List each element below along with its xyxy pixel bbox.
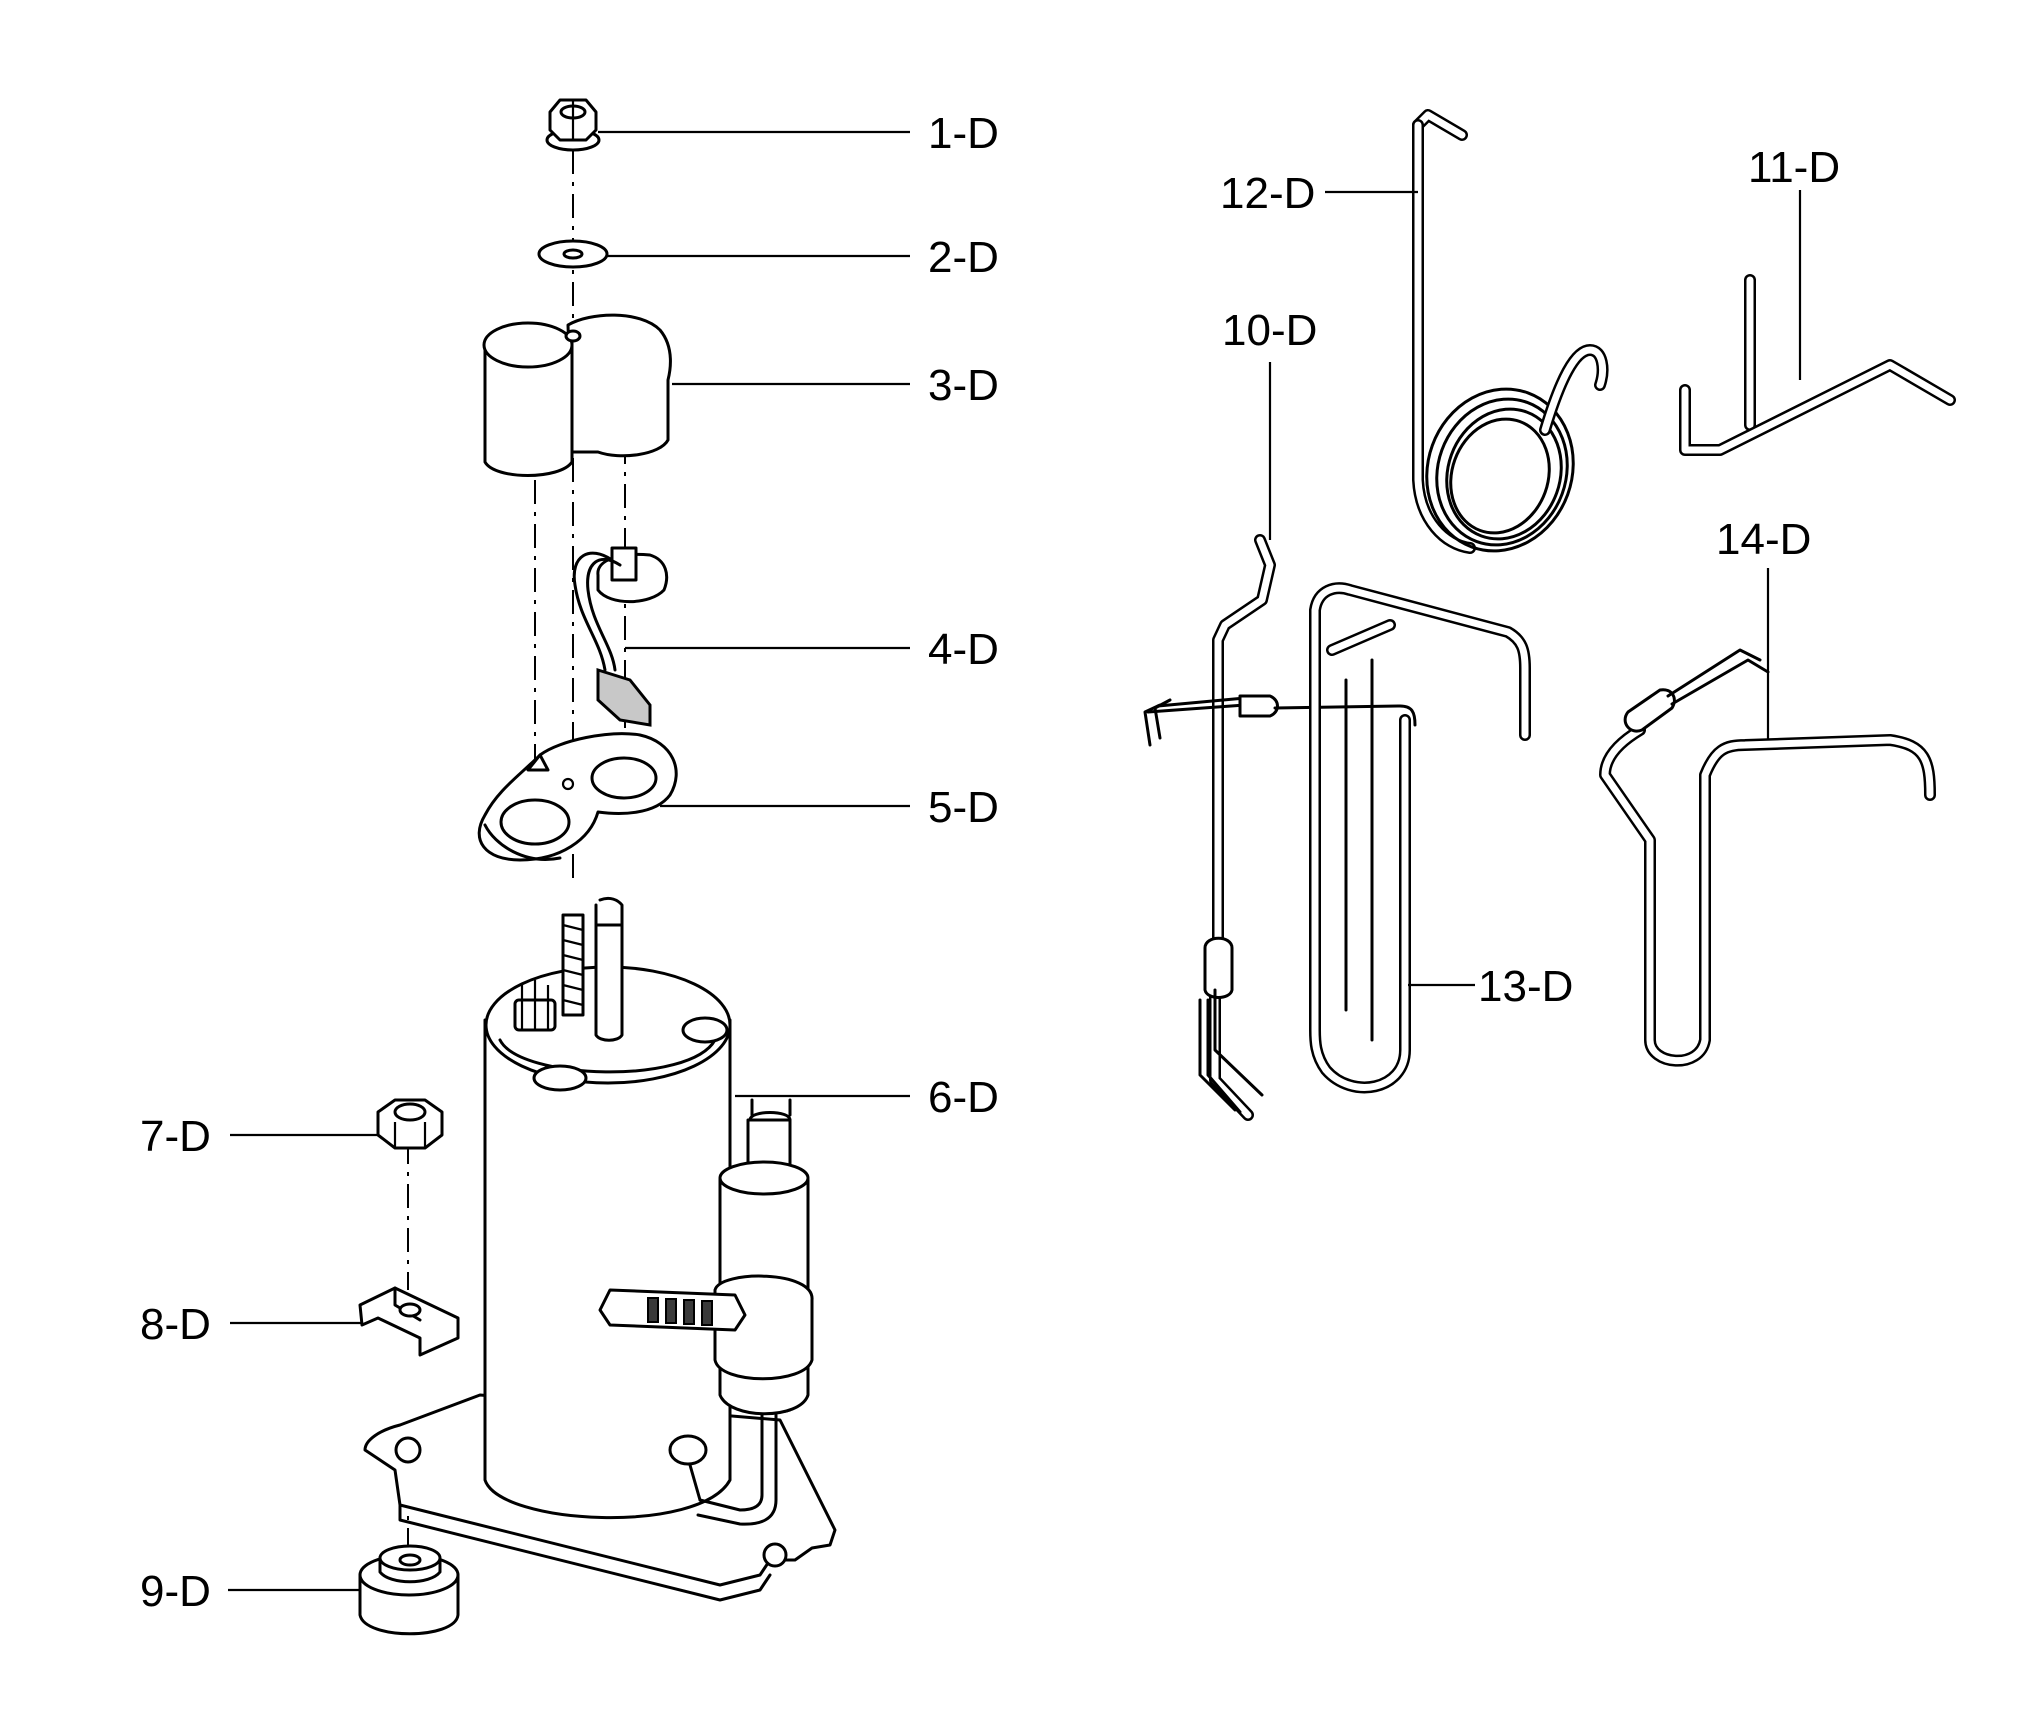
label-7-d: 7-D [140, 1112, 211, 1161]
label-12-d: 12-D [1220, 169, 1315, 218]
label-5-d: 5-D [928, 783, 999, 832]
coil-loops [1425, 387, 1575, 553]
label-11-d: 11-D [1748, 143, 1840, 192]
part-12-coil-pipe [1412, 109, 1609, 554]
part-labels: 1-D 2-D 3-D 4-D 5-D 6-D 7-D 8-D 9-D 10-D… [140, 109, 1840, 1616]
part-8-bracket [358, 1286, 460, 1357]
label-2-d: 2-D [928, 233, 999, 282]
leader-lines [228, 130, 1802, 1592]
label-8-d: 8-D [140, 1300, 211, 1349]
part-3-terminal-cover [482, 313, 672, 477]
part-13-hairpin-pipe [1309, 582, 1531, 1094]
label-13-d: 13-D [1478, 962, 1573, 1011]
part-11-tee-pipe [1679, 274, 1956, 456]
label-14-d: 14-D [1716, 515, 1811, 564]
label-4-d: 4-D [928, 625, 999, 674]
label-9-d: 9-D [140, 1567, 211, 1616]
part-4-overload-protector [572, 546, 669, 727]
part-2-washer [537, 239, 609, 269]
part-14-u-pipe [1599, 648, 1936, 1067]
part-1-flange-nut [545, 98, 601, 152]
label-10-d: 10-D [1222, 306, 1317, 355]
part-5-terminal-plate [477, 732, 678, 862]
part-9-grommet [358, 1544, 460, 1636]
part-6-compressor [363, 896, 837, 1602]
label-3-d: 3-D [928, 361, 999, 410]
label-1-d: 1-D [928, 109, 999, 158]
label-6-d: 6-D [928, 1073, 999, 1122]
part-7-hex-nut [376, 1098, 444, 1150]
part-10-capillary-pipe [1143, 534, 1417, 1121]
